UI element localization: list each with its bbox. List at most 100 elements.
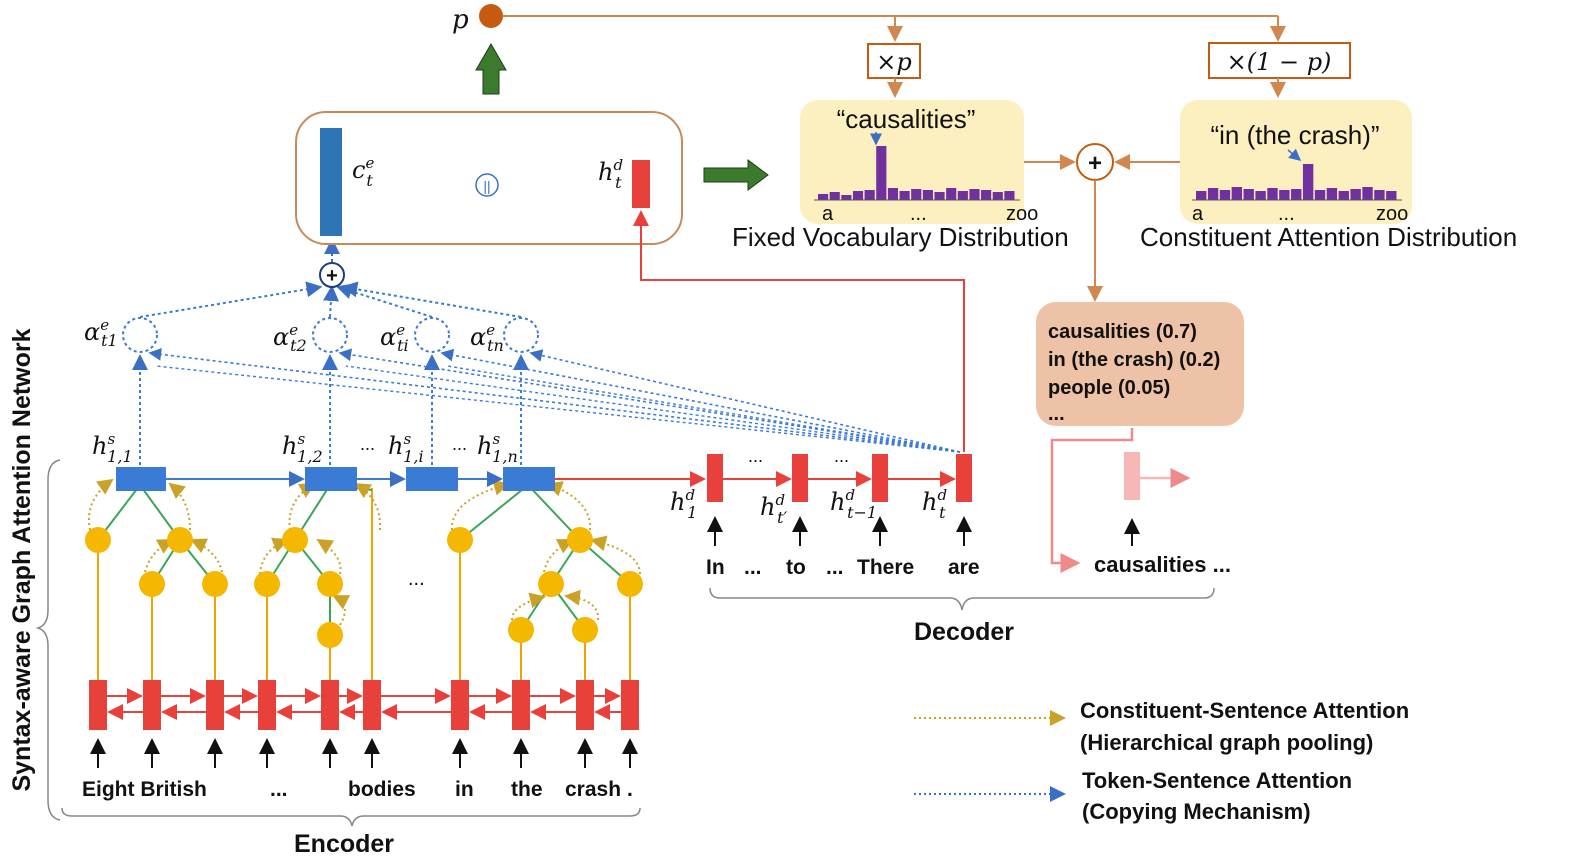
histogram-bar [957,191,968,200]
pooling-arrow [332,595,351,626]
context-vector-bar [320,128,342,236]
gate-xp-box [867,43,921,79]
decoder-query-arrow [529,349,961,453]
histogram-bar [829,192,840,200]
decoder-token-bar [707,454,723,502]
fixed-vocab-label: Fixed Vocabulary Distribution [732,222,1069,252]
histogram-bar [1207,188,1219,200]
constituent-attn-word: “in (the crash)” [1210,120,1379,150]
decoder-query-arrow [155,365,961,453]
histogram-bar [1314,190,1326,200]
svg-text:hdt′: hdt′ [760,491,788,527]
fixed-vocab-word: “causalities” [837,104,976,134]
decoder-query-arrow [148,348,961,453]
attention-weight-node [503,317,539,353]
encoder-token-bar [321,680,339,730]
decoder-rnn [707,454,972,546]
legend-label-constituent: Constituent-Sentence Attention [1080,698,1409,723]
tree-ellipsis: ... [408,568,425,590]
encoder-token-bar [451,680,469,730]
svg-text:...: ... [834,446,849,466]
pooling-arrow [564,589,600,621]
histogram-bar [934,192,945,200]
encoder-brace [61,807,641,827]
p-label: p [452,5,469,35]
pooling-arrow [316,538,342,575]
fixed-vocab-axis: a ... zoo [822,203,1038,225]
svg-text:...: ... [910,203,927,225]
histogram-bar [1326,188,1338,200]
attention-weight-node [122,317,158,353]
attention-sum-arrow [139,281,323,318]
decoder-token-bar [872,454,888,502]
next-decoder-state-bar [1124,452,1140,500]
constituent-attn-histogram [1192,164,1402,201]
pooling-arrow [511,592,546,621]
decoder-brace [709,587,1215,611]
sentence-states [116,467,706,491]
svg-text:||: || [483,178,490,194]
tree-node [567,527,593,553]
decoder-token: In [706,556,725,579]
sentence-state-bar [503,467,555,491]
histogram-bar [1374,190,1385,200]
svg-text:hd1: hd1 [670,486,697,522]
histogram-bar [1243,189,1254,200]
histogram-bar [1004,191,1015,200]
encoder-token: ... [270,778,288,801]
attention-sum-arrow [341,281,522,318]
legend-sublabel-constituent: (Hierarchical graph pooling) [1080,730,1373,755]
histogram-bar [1338,191,1349,200]
decoder-label: Decoder [914,618,1014,646]
svg-text:zoo: zoo [1376,203,1408,225]
svg-text:in (the crash) (0.2): in (the crash) (0.2) [1048,349,1220,371]
histogram-bar [899,191,910,200]
tree-node [85,527,111,553]
attention-weight-node [312,317,348,353]
encoder-token-bar [576,680,594,730]
decoder-top-ellipsis: ... ... [748,446,849,466]
state-ellipsis: ... [360,434,375,454]
histogram-bar [1231,187,1243,200]
encoder-token-bar [206,680,224,730]
svg-text:hdt−1: hdt−1 [830,486,877,522]
constituent-attn-axis: a ... zoo [1192,203,1408,225]
decoder-token: are [948,556,980,579]
sentence-state-bar [305,467,357,491]
decoder-token: to [786,556,806,579]
histogram-bar [1302,164,1314,200]
sentence-state-bar [406,467,458,491]
gate-x1mp-box [1208,42,1351,79]
histogram-bar [1362,187,1373,200]
decoder-query-arrow [338,348,961,453]
decoder-token-bar [956,454,972,502]
svg-text:+: + [326,265,338,287]
legend: Constituent-Sentence Attention (Hierarch… [914,698,1409,824]
histogram-bar [864,190,875,200]
encoder-tokens: Eight British ... bodies in the crash . [82,778,633,801]
tree-node [508,617,534,643]
tree-node [254,571,280,597]
pooling-arrow [354,482,382,531]
green-arrow-right [703,159,769,191]
encoder-token: Eight British [82,778,207,801]
tree-node [167,527,193,553]
attention-sum-arrow [323,285,339,318]
histogram-bar [818,194,829,200]
sentence-state-bar [116,467,166,491]
histogram-bar [981,190,992,200]
svg-text:people (0.05): people (0.05) [1048,377,1170,399]
tree-node [282,527,308,553]
histogram-bar [1386,191,1397,200]
encoder-label: Encoder [294,830,394,858]
legend-label-token: Token-Sentence Attention [1082,768,1352,793]
